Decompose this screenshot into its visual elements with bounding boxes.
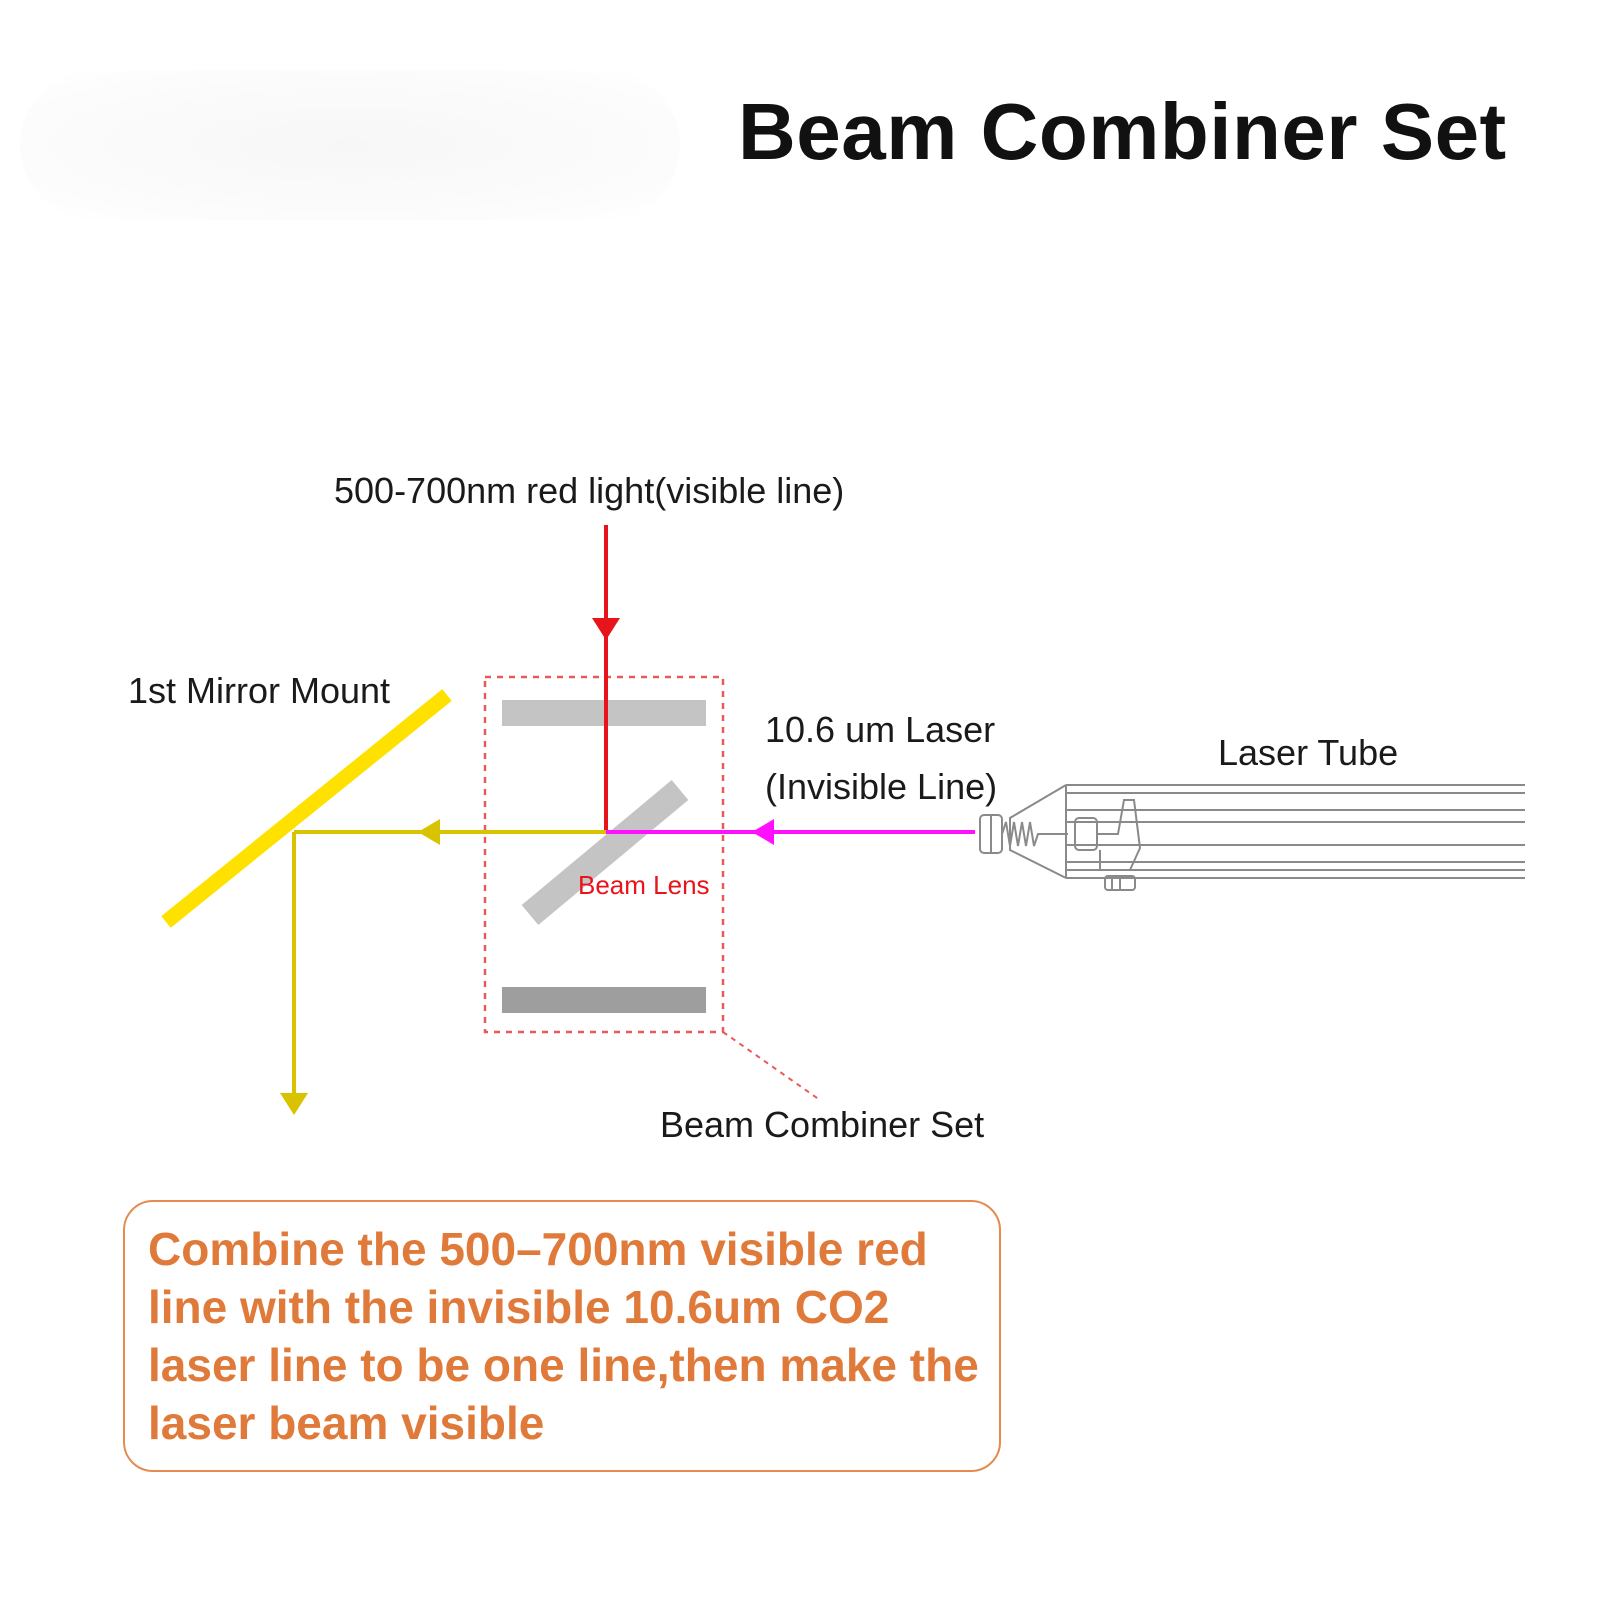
mirror-mount-label: 1st Mirror Mount [128,670,391,711]
note-box [123,1200,1001,1472]
laser-beam-arrow [752,819,774,845]
laser-label-line1: 10.6 um Laser [765,709,996,750]
beam-combiner-box [483,675,725,1034]
red-light-label: 500-700nm red light(visible line) [334,470,845,511]
beam-lens-label: Beam Lens [578,870,710,900]
combiner-set-label: Beam Combiner Set [660,1104,985,1145]
diagram-title: Beam Combiner Set [738,87,1507,176]
first-mirror [161,689,452,928]
combined-beam-arrow-left [418,819,440,845]
laser-tube [979,784,1525,891]
bottom-plate [502,987,706,1013]
blurred-logo-area [20,70,680,220]
laser-label-line2: (Invisible Line) [765,766,998,807]
combined-beam-arrow-down [280,1093,308,1115]
combiner-leader-line [722,1031,821,1101]
note-text: Combine the 500–700nm visible red line w… [148,1223,979,1449]
beam-lens-plate [521,780,689,925]
laser-tube-label: Laser Tube [1218,732,1399,773]
red-beam-arrow [592,618,620,640]
